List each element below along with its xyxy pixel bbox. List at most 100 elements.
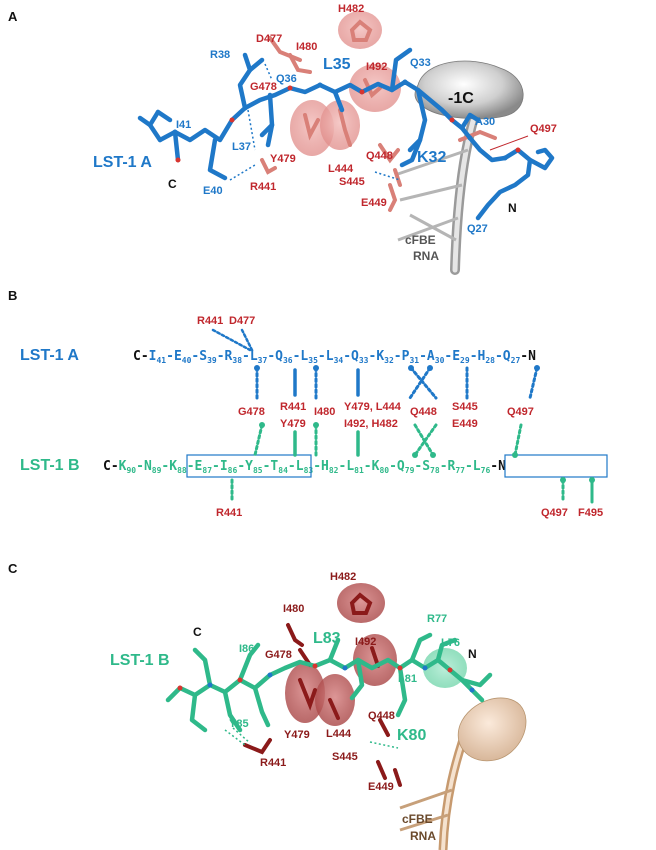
red-residue-labels-c: H482 I480 G478 I492 Y479 L444 Q448 S445 … xyxy=(260,571,395,793)
rna-label-line1: cFBE xyxy=(405,233,436,247)
svg-text:I86: I86 xyxy=(239,643,254,655)
svg-text:Q33: Q33 xyxy=(410,57,431,69)
svg-text:Y85: Y85 xyxy=(229,718,249,730)
c-terminus-label: C xyxy=(168,177,177,191)
k32-label: K32 xyxy=(417,149,446,166)
svg-text:H482: H482 xyxy=(330,571,356,583)
svg-text:E449: E449 xyxy=(452,418,478,430)
svg-text:R441: R441 xyxy=(260,757,286,769)
svg-text:R441: R441 xyxy=(216,507,242,519)
svg-text:Y479: Y479 xyxy=(284,729,310,741)
svg-text:A30: A30 xyxy=(475,116,495,128)
svg-text:G478: G478 xyxy=(238,406,265,418)
svg-text:L444: L444 xyxy=(328,163,354,175)
svg-text:I480: I480 xyxy=(296,41,317,53)
minus-1c-label: -1C xyxy=(448,90,474,107)
red-sidechains-c xyxy=(243,592,402,787)
svg-text:I41: I41 xyxy=(176,119,191,131)
n-terminus-label: N xyxy=(508,201,517,215)
svg-text:L37: L37 xyxy=(232,141,251,153)
svg-text:H482: H482 xyxy=(338,3,364,15)
rna-bases xyxy=(394,148,469,242)
svg-text:Y479, L444: Y479, L444 xyxy=(344,401,402,413)
rna-label-c-line2: RNA xyxy=(410,829,436,843)
b-contact-lines xyxy=(253,423,523,457)
svg-text:I492: I492 xyxy=(366,61,387,73)
panel-c: C xyxy=(8,561,527,850)
svg-text:E40: E40 xyxy=(203,185,223,197)
beta-strand-box-2 xyxy=(504,454,608,478)
h482-surface xyxy=(338,11,382,49)
svg-text:Q448: Q448 xyxy=(366,150,393,162)
l35-label: L35 xyxy=(323,56,351,73)
svg-text:Q448: Q448 xyxy=(368,710,395,722)
svg-text:Q497: Q497 xyxy=(541,507,568,519)
svg-text:Q36: Q36 xyxy=(276,73,297,85)
svg-text:Q497: Q497 xyxy=(530,123,557,135)
top-contact-labels: R441 D477 xyxy=(197,315,255,327)
blue-residue-labels-a: R38 Q36 I41 L37 E40 Q33 A30 Q27 xyxy=(176,49,495,235)
svg-text:R441: R441 xyxy=(280,401,306,413)
h482-surface-c xyxy=(337,583,385,623)
svg-text:D477: D477 xyxy=(229,315,255,327)
svg-text:R441: R441 xyxy=(197,315,223,327)
svg-text:Q497: Q497 xyxy=(507,406,534,418)
svg-text:L76: L76 xyxy=(441,637,460,649)
lst1b-chain-label: LST-1 B xyxy=(110,652,170,669)
k80-label: K80 xyxy=(397,727,426,744)
svg-text:L81: L81 xyxy=(398,673,417,685)
lst1b-backbone xyxy=(165,632,493,733)
panel-c-letter: C xyxy=(8,561,18,576)
svg-text:D477: D477 xyxy=(256,33,282,45)
svg-text:F495: F495 xyxy=(578,507,603,519)
svg-text:S445: S445 xyxy=(452,401,478,413)
svg-text:S445: S445 xyxy=(339,176,365,188)
lst1a-row-label: LST-1 A xyxy=(20,347,79,364)
lst1b-sequence: C-K90-N89-K88-E87-I86-Y85-T84-L83-H82-L8… xyxy=(103,459,506,475)
svg-text:Q27: Q27 xyxy=(467,223,488,235)
svg-text:R77: R77 xyxy=(427,613,447,625)
svg-text:I480: I480 xyxy=(283,603,304,615)
svg-text:I492, H482: I492, H482 xyxy=(344,418,398,430)
beta-strand-box-1 xyxy=(186,454,312,478)
middle-contact-labels: G478 R441 Y479 I480 Y479, L444 I492, H48… xyxy=(238,401,534,430)
c-terminus-label-c: C xyxy=(193,625,202,639)
svg-text:R441: R441 xyxy=(250,181,276,193)
h-bonds-c xyxy=(224,727,399,749)
a-contact-lines xyxy=(255,366,539,400)
rna-label-c-line1: cFBE xyxy=(402,812,433,826)
lst1a-sequence: C-I41-E40-S39-R38-L37-Q36-L35-L34-Q33-K3… xyxy=(133,349,536,365)
svg-text:Y479: Y479 xyxy=(280,418,306,430)
svg-text:Y479: Y479 xyxy=(270,153,296,165)
svg-text:R38: R38 xyxy=(210,49,230,61)
l83-label: L83 xyxy=(313,630,341,647)
lst1b-row-label: LST-1 B xyxy=(20,457,80,474)
svg-text:E449: E449 xyxy=(361,197,387,209)
top-contact-lines xyxy=(211,328,254,352)
panel-b-letter: B xyxy=(8,288,17,303)
green-residue-labels-c: I86 Y85 R77 L76 L81 xyxy=(229,613,460,730)
svg-text:S445: S445 xyxy=(332,751,358,763)
rna-label-line2: RNA xyxy=(413,249,439,263)
svg-text:I480: I480 xyxy=(314,406,335,418)
panel-a: A xyxy=(8,3,557,275)
l444-surface-c xyxy=(315,674,355,726)
red-residue-labels-a: H482 D477 I480 I492 G478 Y479 L444 Q448 … xyxy=(250,3,557,209)
lst1a-chain-label: LST-1 A xyxy=(93,154,152,171)
svg-text:G478: G478 xyxy=(250,81,277,93)
h-bonds-a xyxy=(229,63,401,181)
bottom-contact-lines xyxy=(230,478,565,504)
svg-text:G478: G478 xyxy=(265,649,292,661)
bottom-contact-labels: R441 Q497 F495 xyxy=(216,507,603,519)
lst1a-backbone xyxy=(137,47,555,221)
svg-text:E449: E449 xyxy=(368,781,394,793)
l444-surface xyxy=(320,100,360,150)
panel-b: B LST-1 A LST-1 B C-I41-E40-S39-R38-L37-… xyxy=(8,288,608,519)
panel-a-letter: A xyxy=(8,9,18,24)
n-terminus-label-c: N xyxy=(468,647,477,661)
svg-text:L444: L444 xyxy=(326,728,352,740)
minus-1c-nucleotide-c xyxy=(457,697,527,762)
svg-text:I492: I492 xyxy=(355,636,376,648)
svg-text:Q448: Q448 xyxy=(410,406,437,418)
